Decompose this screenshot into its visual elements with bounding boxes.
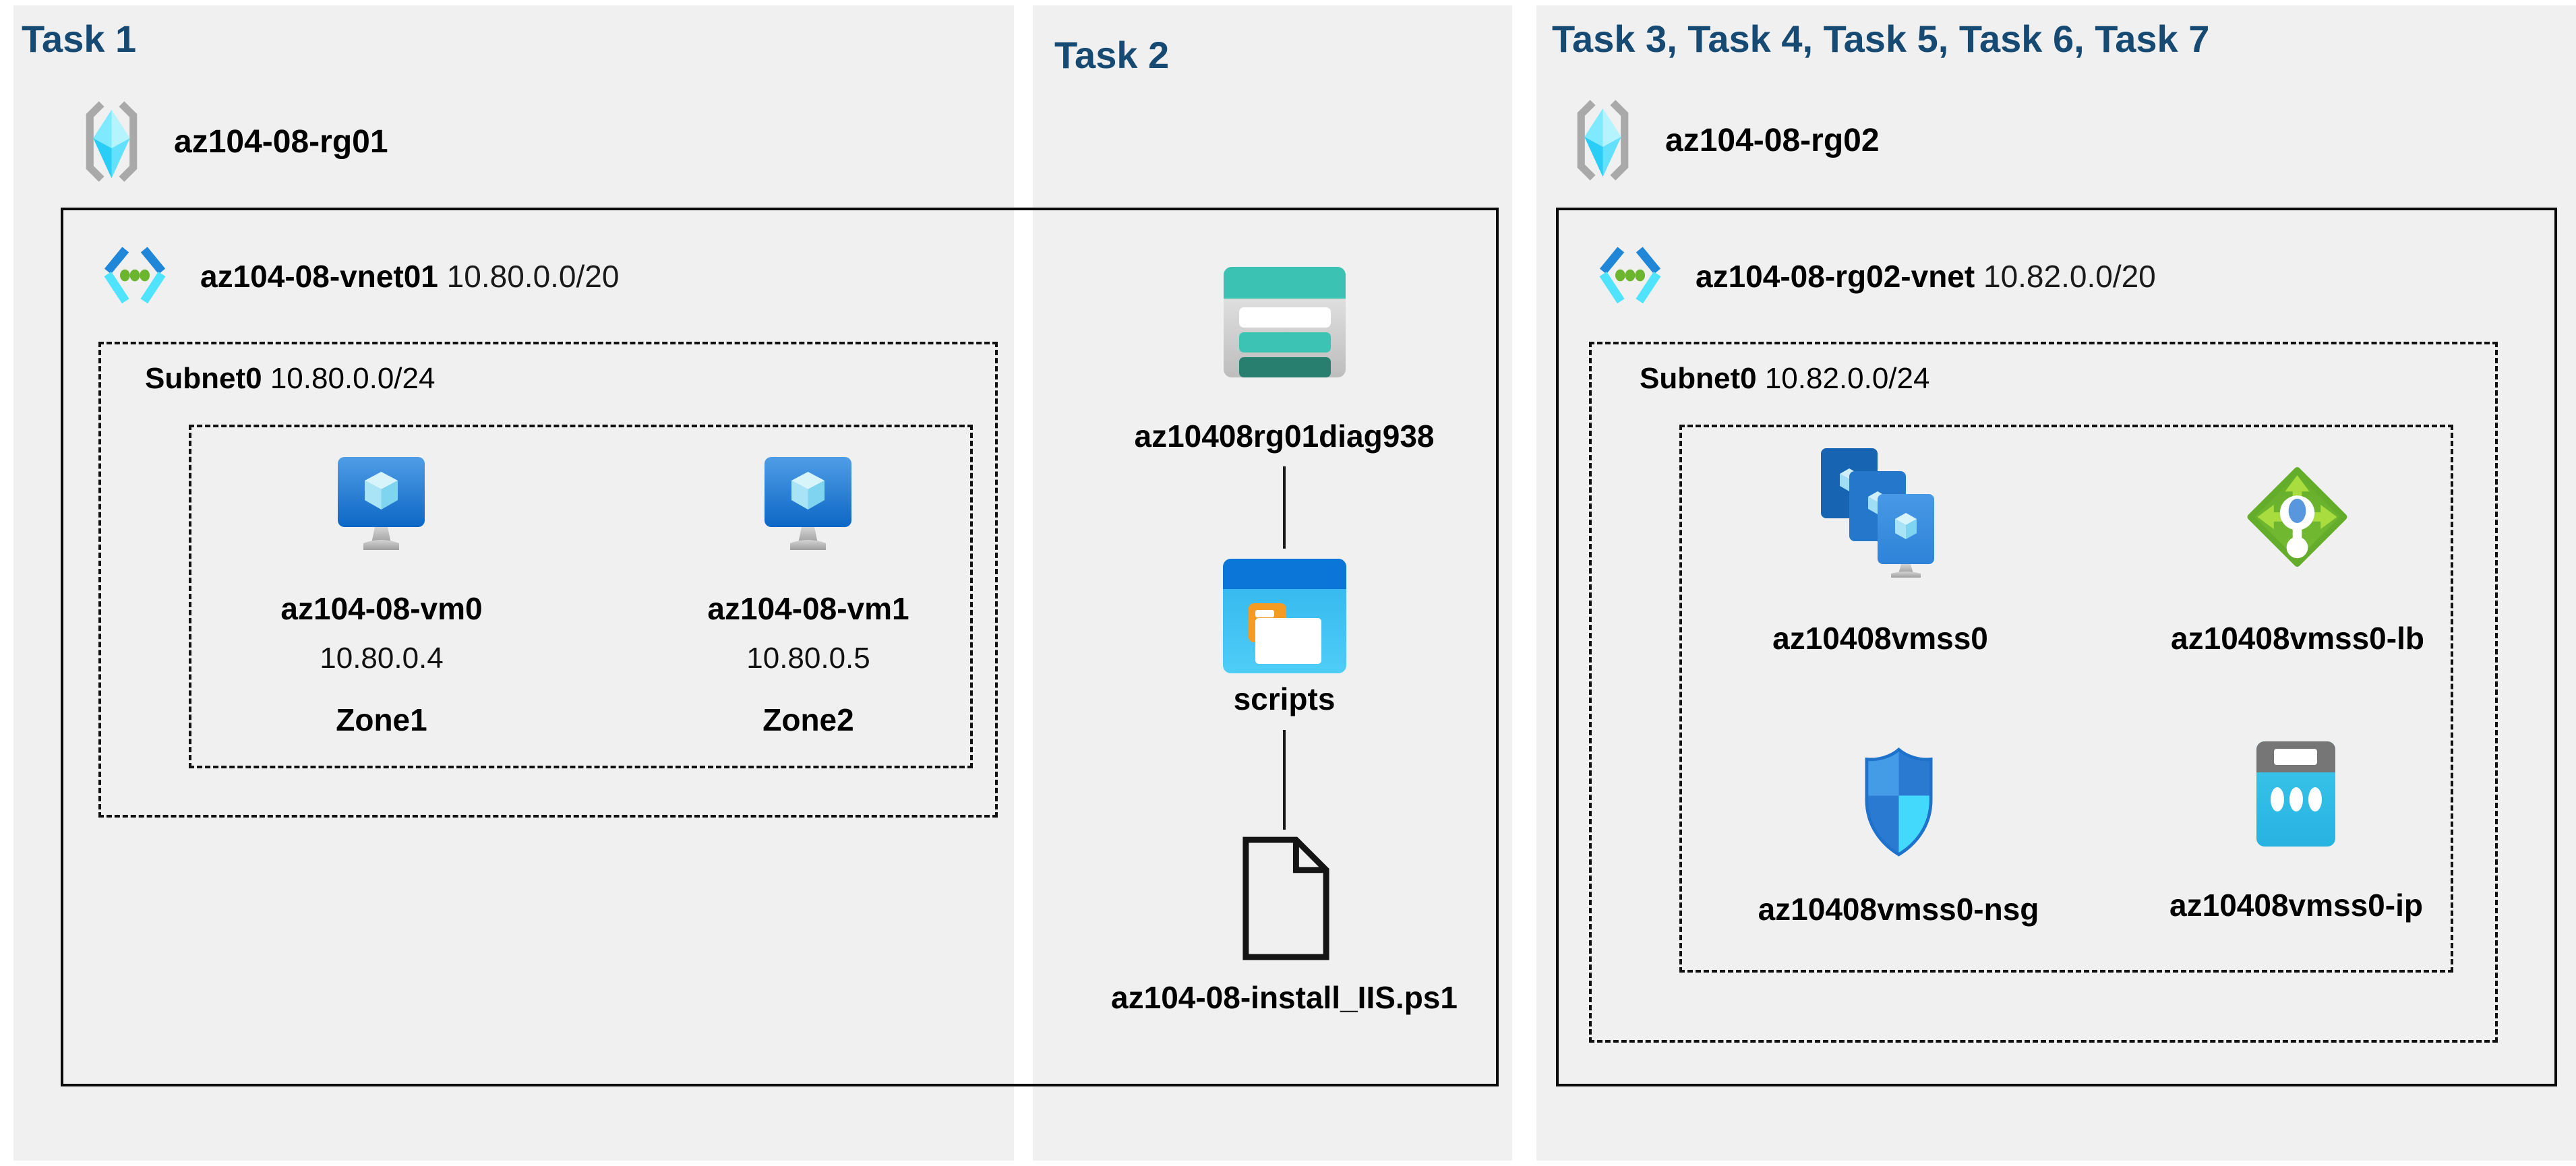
script-file-name: az104-08-install_IIS.ps1 bbox=[1111, 980, 1458, 1015]
resources-box-task3 bbox=[1679, 425, 2453, 973]
blob-icon-band bbox=[1223, 559, 1346, 589]
subnet-name: Subnet0 bbox=[1640, 362, 1757, 395]
subnet-name: Subnet0 bbox=[145, 362, 262, 395]
public-ip-icon bbox=[2256, 741, 2335, 847]
vmss-icon bbox=[1821, 448, 1934, 578]
resource-group-name: az104-08-rg02 bbox=[1665, 122, 1880, 158]
vnet-row-task3: az104-08-rg02-vnet 10.82.0.0/20 bbox=[1597, 237, 2156, 315]
task2-title: Task 2 bbox=[1054, 34, 1170, 76]
connector-line bbox=[1283, 730, 1286, 830]
vm-ip: 10.80.0.5 bbox=[746, 642, 870, 675]
resource-group-row-rg01: az104-08-rg01 bbox=[79, 100, 388, 183]
nsg-icon bbox=[1865, 747, 1933, 857]
vnet-label: az104-08-rg02-vnet 10.82.0.0/20 bbox=[1696, 258, 2156, 295]
vnet-label: az104-08-vnet01 10.80.0.0/20 bbox=[200, 258, 619, 295]
panel-task1 bbox=[13, 5, 1014, 1161]
vnet-name: az104-08-rg02-vnet bbox=[1696, 258, 1975, 294]
zone-box-task1 bbox=[189, 425, 973, 768]
subnet-label-task3: Subnet0 10.82.0.0/24 bbox=[1640, 364, 1929, 394]
panel-task3 bbox=[1536, 5, 2576, 1161]
virtual-network-icon bbox=[1599, 247, 1661, 304]
subnet-label-task1: Subnet0 10.80.0.0/24 bbox=[145, 364, 435, 394]
subnet-cidr: 10.82.0.0/24 bbox=[1764, 362, 1930, 395]
subnet0-box-task3 bbox=[1589, 342, 2498, 1043]
public-ip-dot bbox=[2289, 787, 2303, 811]
vm-icon bbox=[765, 457, 851, 550]
resource-group-icon bbox=[86, 101, 138, 182]
task1-title: Task 1 bbox=[22, 18, 137, 60]
storage-account-icon bbox=[1224, 267, 1346, 377]
public-ip-dot bbox=[2308, 787, 2322, 811]
vm-zone: Zone1 bbox=[336, 702, 427, 737]
vm-icon bbox=[338, 457, 425, 550]
connector-line bbox=[1283, 466, 1286, 549]
load-balancer-name: az10408vmss0-lb bbox=[2171, 621, 2424, 656]
blob-container-name: scripts bbox=[1233, 681, 1336, 716]
public-ip-name: az10408vmss0-ip bbox=[2169, 888, 2423, 923]
vnet-cidr: 10.80.0.0/20 bbox=[446, 258, 620, 294]
vmss-name: az10408vmss0 bbox=[1772, 621, 1988, 656]
file-icon bbox=[1242, 836, 1329, 960]
subnet0-box-task1 bbox=[98, 342, 998, 818]
folder-page bbox=[1255, 618, 1321, 664]
resource-group-name: az104-08-rg01 bbox=[174, 123, 388, 160]
storage-icon-bar bbox=[1239, 357, 1331, 377]
vnet-cidr: 10.82.0.0/20 bbox=[1983, 258, 2156, 294]
resource-group-row-rg02: az104-08-rg02 bbox=[1570, 98, 1880, 182]
vm-ip: 10.80.0.4 bbox=[320, 642, 444, 675]
public-ip-slot bbox=[2274, 749, 2317, 765]
vnet-row-task1: az104-08-vnet01 10.80.0.0/20 bbox=[102, 237, 619, 315]
vm-name: az104-08-vm0 bbox=[280, 591, 483, 626]
load-balancer-icon bbox=[2247, 467, 2347, 567]
storage-icon-band bbox=[1224, 267, 1346, 299]
nsg-name: az10408vmss0-nsg bbox=[1758, 892, 2039, 927]
subnet-cidr: 10.80.0.0/24 bbox=[270, 362, 436, 395]
storage-account-name: az10408rg01diag938 bbox=[1134, 419, 1435, 454]
vm-name: az104-08-vm1 bbox=[707, 591, 909, 626]
folder-tab-slot bbox=[1255, 610, 1274, 617]
resource-group-icon bbox=[1577, 100, 1629, 181]
vnet01-box bbox=[61, 208, 1499, 1086]
vm-zone: Zone2 bbox=[762, 702, 854, 737]
blob-container-icon bbox=[1223, 559, 1346, 673]
virtual-network-icon bbox=[104, 247, 166, 304]
storage-icon-bar bbox=[1239, 307, 1331, 328]
public-ip-dot bbox=[2271, 787, 2284, 811]
vnet-name: az104-08-vnet01 bbox=[200, 258, 438, 294]
vnet02-box bbox=[1556, 208, 2557, 1086]
storage-icon-bar bbox=[1239, 332, 1331, 352]
task3-title: Task 3, Task 4, Task 5, Task 6, Task 7 bbox=[1552, 18, 2210, 60]
